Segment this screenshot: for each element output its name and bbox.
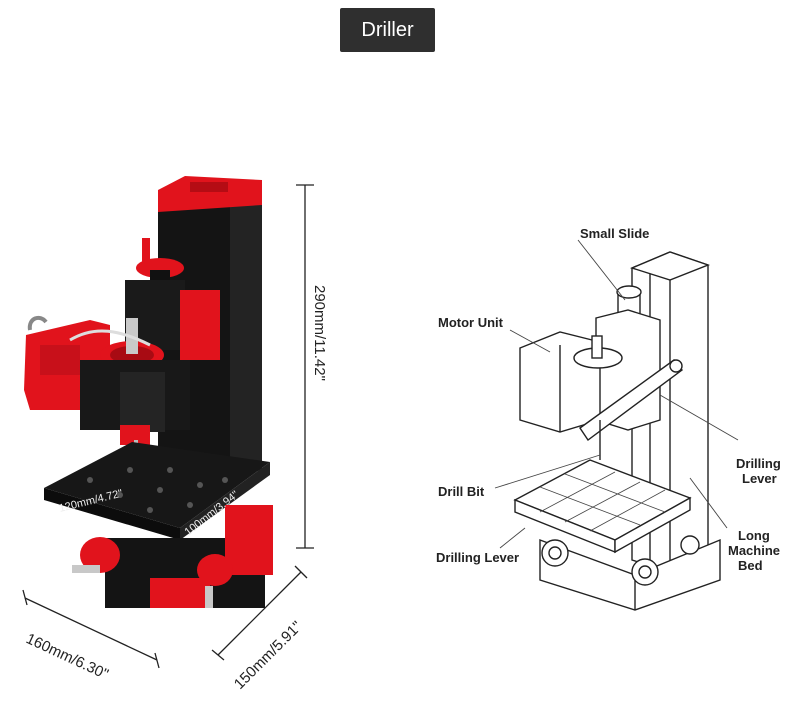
height-dimension: 290mm/11.42" — [311, 285, 328, 381]
label-motor-unit: Motor Unit — [438, 315, 504, 330]
label-long-machine-bed-line3: Bed — [738, 558, 763, 573]
label-drilling-lever-right-line1: Drilling — [736, 456, 781, 471]
leader-lines — [494, 239, 739, 549]
label-drilling-lever-right-line2: Lever — [742, 471, 777, 486]
machine-photo: 120mm/4.72" 100mm/3.94" — [24, 176, 273, 608]
width-dimension: 160mm/6.30" — [23, 630, 111, 683]
label-drill-bit: Drill Bit — [438, 484, 485, 499]
dimension-lines — [22, 184, 314, 669]
label-long-machine-bed-line1: Long — [738, 528, 770, 543]
label-long-machine-bed-line2: Machine — [728, 543, 780, 558]
label-drilling-lever-left: Drilling Lever — [436, 550, 519, 565]
machine-line-drawing — [513, 251, 721, 611]
table-grid — [539, 471, 666, 532]
depth-dimension: 150mm/5.91" — [231, 618, 306, 693]
label-small-slide: Small Slide — [580, 226, 649, 241]
page-title: Driller — [340, 8, 435, 52]
